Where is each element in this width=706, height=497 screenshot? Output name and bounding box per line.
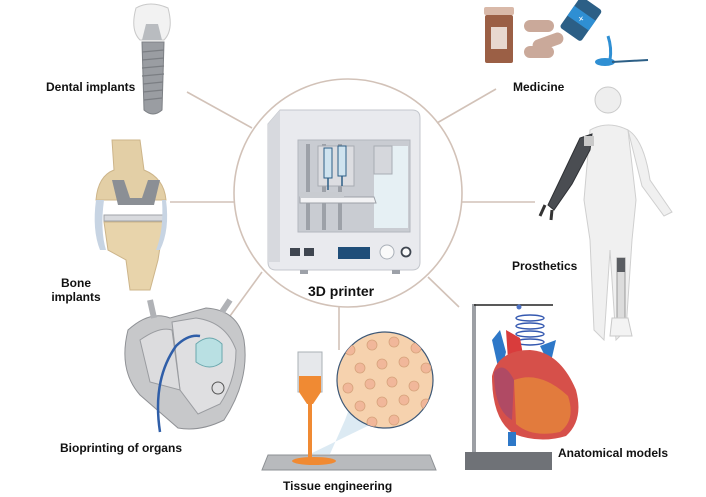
connector-anatomical	[427, 276, 460, 308]
label-bone-line2: implants	[51, 290, 101, 304]
label-anatomical-models: Anatomical models	[558, 446, 669, 460]
label-bioprinting: Bioprinting of organs	[60, 441, 182, 455]
connector-bioprinting	[229, 271, 263, 317]
svg-text:+: +	[575, 13, 586, 25]
hub-circle	[233, 78, 463, 308]
center-title: 3D printer	[308, 283, 375, 299]
label-prosthetics: Prosthetics	[512, 259, 578, 273]
label-medicine: Medicine	[513, 80, 565, 94]
label-tissue-engineering: Tissue engineering	[283, 479, 393, 493]
label-bone-line1: Bone	[61, 276, 91, 290]
label-bone-implants: Bone implants	[48, 276, 104, 304]
label-dental-implants: Dental implants	[46, 80, 136, 94]
connector-dental	[186, 91, 253, 129]
connector-medicine	[436, 88, 497, 124]
